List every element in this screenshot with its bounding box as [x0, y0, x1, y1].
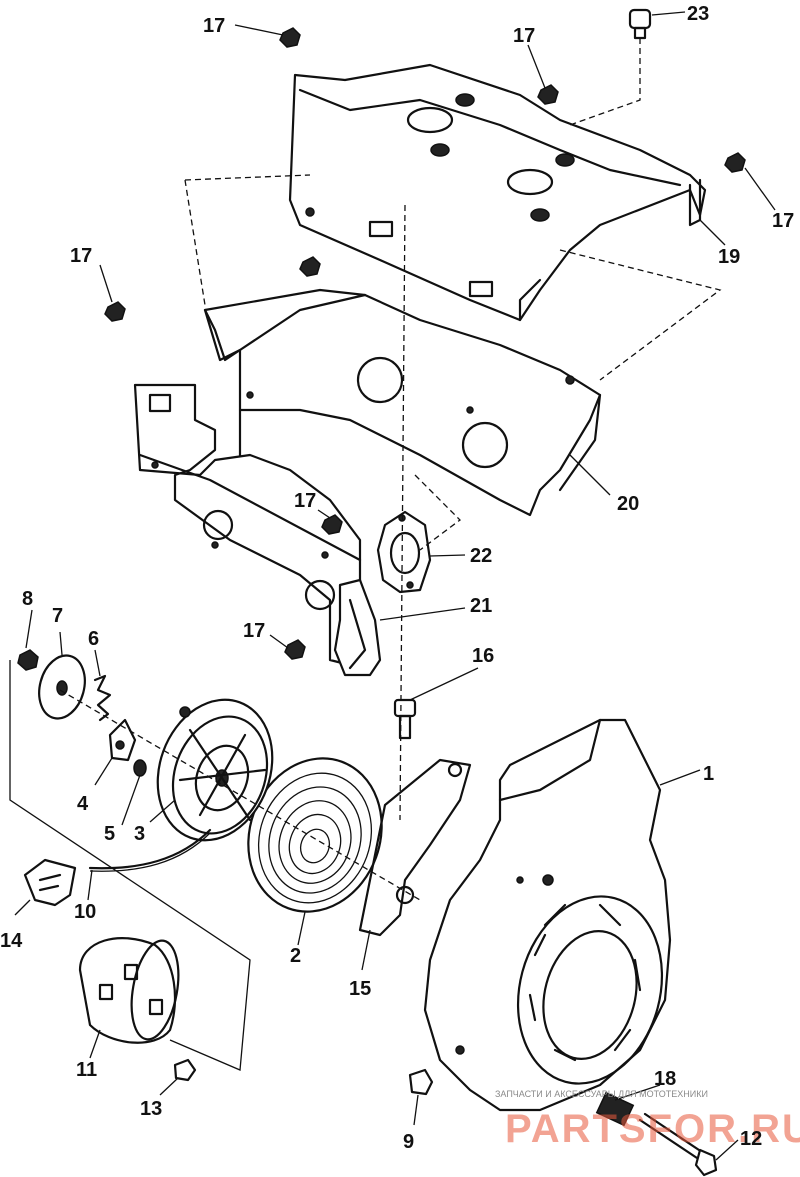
watermark-caption: ЗАПЧАСТИ И АКСЕССУАРЫ ДЛЯ МОТОТЕХНИКИ — [495, 1089, 708, 1099]
upper-shroud-part-19 — [288, 63, 707, 322]
callout-17: 17 — [294, 490, 316, 512]
lower-shroud-part-20 — [203, 288, 602, 517]
callout-8: 8 — [22, 588, 33, 610]
callout-11: 11 — [76, 1059, 97, 1081]
starter-rope-part-10 — [88, 828, 212, 872]
callout-9: 9 — [403, 1131, 414, 1153]
gasket-part-22 — [376, 510, 432, 594]
fan-housing-part-1 — [423, 718, 672, 1112]
callout-16: 16 — [472, 645, 494, 667]
callout-17: 17 — [70, 245, 92, 267]
callout-1: 1 — [703, 763, 714, 785]
callout-6: 6 — [88, 628, 99, 650]
nut-part-8 — [17, 649, 39, 671]
callout-13: 13 — [140, 1098, 162, 1120]
bolt-part-12 — [638, 1112, 718, 1177]
spring-clip-part-6 — [93, 674, 112, 722]
callout-17: 17 — [243, 620, 265, 642]
callout-3: 3 — [134, 823, 145, 845]
bolt-part-23 — [628, 8, 652, 40]
leader-lines — [9, 11, 776, 1161]
callout-18: 18 — [654, 1068, 676, 1090]
bracket-part-21 — [333, 578, 382, 677]
screw-part-16 — [393, 698, 417, 740]
washer-part-7 — [38, 654, 86, 720]
callout-15: 15 — [349, 978, 371, 1000]
callout-19: 19 — [718, 246, 740, 268]
callout-12: 12 — [740, 1128, 762, 1150]
callout-21: 21 — [470, 595, 492, 617]
starter-handle-part-14 — [23, 858, 77, 907]
callout-23: 23 — [687, 3, 709, 25]
nut-part-9 — [408, 1068, 434, 1096]
callout-17: 17 — [203, 15, 225, 37]
callout-17: 17 — [513, 25, 535, 47]
watermark-brand: PARTSFOR.RU — [505, 1107, 800, 1151]
callout-5: 5 — [104, 823, 115, 845]
callout-14: 14 — [0, 930, 23, 952]
ratchet-part-4 — [108, 718, 137, 762]
callout-10: 10 — [74, 901, 96, 923]
callout-22: 22 — [470, 545, 492, 567]
pulley-part-3 — [156, 698, 274, 842]
screw-part-13 — [173, 1058, 197, 1082]
callout-20: 20 — [617, 493, 639, 515]
callout-4: 4 — [77, 793, 89, 815]
callout-17: 17 — [772, 210, 794, 232]
callout-labels: 17 23 17 17 19 17 20 17 22 21 17 8 7 6 1… — [0, 3, 794, 1153]
side-plate — [133, 383, 362, 667]
screws-part-17 — [104, 27, 746, 660]
watermark: ЗАПЧАСТИ И АКСЕССУАРЫ ДЛЯ МОТОТЕХНИКИ PA… — [495, 1089, 800, 1151]
bracket-part-15 — [358, 758, 472, 937]
pin-part-5 — [133, 759, 147, 777]
callout-2: 2 — [290, 945, 301, 967]
starter-cup-part-11 — [78, 937, 180, 1044]
callout-7: 7 — [52, 605, 63, 627]
